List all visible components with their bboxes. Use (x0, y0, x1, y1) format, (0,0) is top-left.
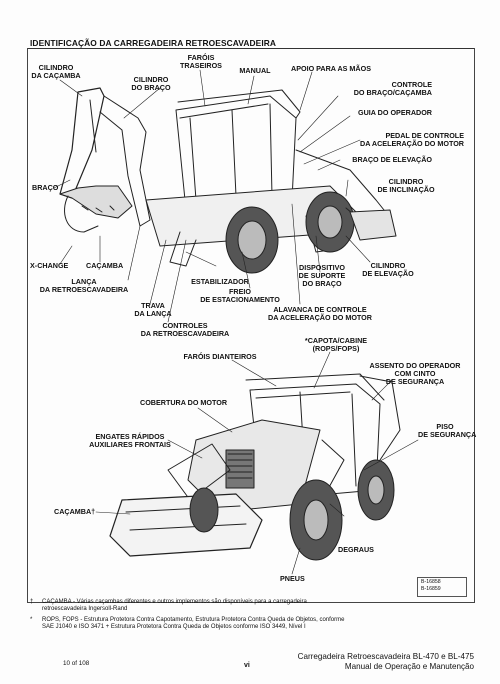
label-tires: PNEUS (280, 574, 305, 583)
label-manual: MANUAL (239, 66, 271, 75)
footnote-star-cont: SAE J1040 e ISO 3471 + Estrutura Proteto… (42, 624, 306, 630)
label-operator-guide: GUIA DO OPERADOR (357, 108, 432, 117)
page-title: IDENTIFICAÇÃO DA CARREGADEIRA RETROESCAV… (30, 38, 277, 48)
label-steps: DEGRAUS (338, 545, 374, 554)
front-view-machine (109, 373, 401, 561)
header-rule (27, 48, 474, 49)
leader-lines-top (53, 69, 371, 323)
label-stabilizer: ESTABILIZADOR (191, 277, 249, 286)
label-engine-cover: COBERTURA DO MOTOR (140, 398, 228, 407)
label-rops-cab: *CAPOTA/CABINE(ROPS/FOPS) (304, 336, 368, 353)
label-front-bucket: CAÇAMBA† (54, 507, 96, 516)
footer-title: Carregadeira Retroescavadeira BL-470 e B… (297, 652, 474, 661)
label-x-change: X-CHANGE (30, 261, 69, 270)
label-front-lights: FARÓIS DIANTEIROS (183, 352, 257, 361)
footnote-dagger-cont: retroescavadeira Ingersoll-Rand (42, 606, 128, 612)
label-hand-rest: APOIO PARA AS MÃOS (291, 64, 371, 73)
footnote-star: *ROPS, FOPS - Estrutura Protetora Contra… (30, 617, 345, 623)
label-bucket-rear: CAÇAMBA (86, 261, 124, 270)
rear-view-machine (59, 87, 397, 274)
page-roman-number: vi (244, 662, 250, 669)
label-lift-arm: BRAÇO DE ELEVAÇÃO (352, 155, 432, 164)
label-arm: BRAÇO (32, 183, 59, 192)
page-count: 10 of 108 (63, 660, 90, 667)
footnote-dagger: †CAÇAMBA - Várias caçambas diferentes e … (30, 599, 307, 605)
illustration-frame (27, 48, 475, 603)
footer-subtitle: Manual de Operação e Manutenção (344, 662, 474, 671)
leader-lines-bottom (95, 351, 419, 575)
